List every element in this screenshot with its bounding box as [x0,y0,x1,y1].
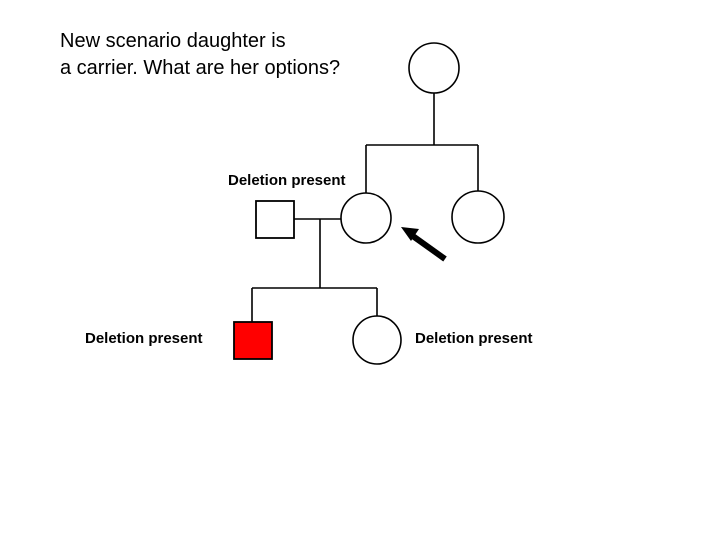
person-III-1-male-square-affected[interactable] [233,321,273,360]
page-title: New scenario daughter is a carrier. What… [60,30,341,79]
annotation-deletion-present-daughter: Deletion present [415,330,533,347]
person-III-2-female-circle[interactable] [352,315,402,365]
annotation-deletion-present-son: Deletion present [85,330,203,347]
person-I-1-female-circle[interactable] [408,42,460,94]
person-II-2-female-circle[interactable] [340,192,392,244]
person-II-1-male-square[interactable] [255,200,295,239]
person-II-3-female-circle[interactable] [451,190,505,244]
proband-arrow-icon [401,227,447,262]
annotation-deletion-present-mother: Deletion present [228,172,346,189]
